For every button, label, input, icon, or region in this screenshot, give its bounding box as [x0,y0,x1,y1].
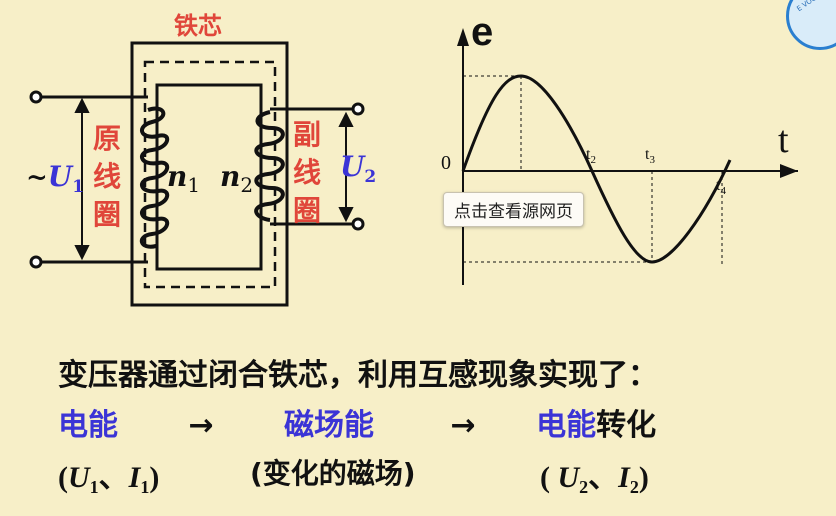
n2-symbol: n [220,160,241,193]
secondary-wires [270,102,365,231]
i2-text: I [618,461,630,494]
n1-sub: 1 [187,173,201,197]
secondary-quantities: ( U2、I2) [540,452,649,498]
t4-label: t4 [716,177,726,197]
u1-arrow [74,97,90,261]
energy-chain: 电能 → 磁场能 → 电能转化 [58,400,656,444]
t3-label: t3 [645,146,655,166]
separator-2: 、 [588,461,619,494]
t2-label: t2 [586,146,596,166]
t-axis-arrow [780,164,798,178]
waveform-graph [457,28,798,285]
n1-label: n1 [167,160,200,197]
energy-magnetic: 磁场能 [284,408,375,443]
paren-close: ) [149,461,160,494]
guide-lines [463,75,723,265]
core-label: 铁芯 [174,12,222,40]
i1-text: I [128,461,141,494]
u1-text: U [68,461,90,494]
u1-text-sub: 1 [89,477,99,497]
n2-sub: 2 [240,173,254,197]
secondary-coil-label: 副线圈 [292,118,321,227]
magnetic-field-note: (变化的磁场) [250,457,416,490]
logo-text: E VOCATIONAL [795,0,836,13]
paren-open: ( [58,461,68,494]
secondary-coil [254,110,285,222]
n2-label: n2 [220,160,253,197]
paren-open-2: ( [540,461,558,494]
arrow-1: → [188,408,214,443]
arrow-2: → [450,408,476,443]
u2-arrow [338,111,354,223]
u1-symbol: U [47,160,73,193]
t3-symbol: t [645,146,650,163]
conclusion-line: 变压器通过闭合铁芯，利用互感现象实现了： [58,358,658,393]
sine-curve [461,74,732,264]
n1-symbol: n [167,160,188,193]
u2-label: U2 [340,150,376,187]
primary-coil [140,106,169,249]
t2-sub: 2 [590,154,596,166]
t4-symbol: t [716,177,721,194]
ac-tilde: ~ [26,163,48,193]
energy-electric-1: 电能 [58,408,118,443]
view-source-tooltip[interactable]: 点击查看源网页 [443,192,584,227]
i2-text-sub: 2 [629,477,639,497]
origin-label: 0 [441,152,451,174]
transformer-diagram [29,41,365,307]
u2-sub: 2 [364,167,377,187]
u2-text-sub: 2 [579,477,589,497]
e-axis-arrow [457,28,469,46]
separator: 、 [98,461,129,494]
primary-quantities: (U1、I1) [58,452,159,498]
e-axis-label: e [471,10,494,54]
energy-electric-2: 电能 [536,408,597,443]
primary-coil-label: 原线圈 [92,122,121,231]
t4-sub: 4 [720,185,726,197]
u1-sub: 1 [72,177,85,197]
primary-wires [29,90,148,269]
t3-sub: 3 [649,154,655,166]
conversion-label: 转化 [596,408,657,443]
u1-label: ~U1 [26,160,84,197]
core-outer [130,41,289,307]
u2-text: U [557,461,580,494]
u2-symbol: U [340,150,365,183]
paren-close-2: ) [638,461,649,494]
t2-symbol: t [586,146,591,163]
i1-text-sub: 1 [140,477,150,497]
t-axis-label: t [778,119,789,161]
